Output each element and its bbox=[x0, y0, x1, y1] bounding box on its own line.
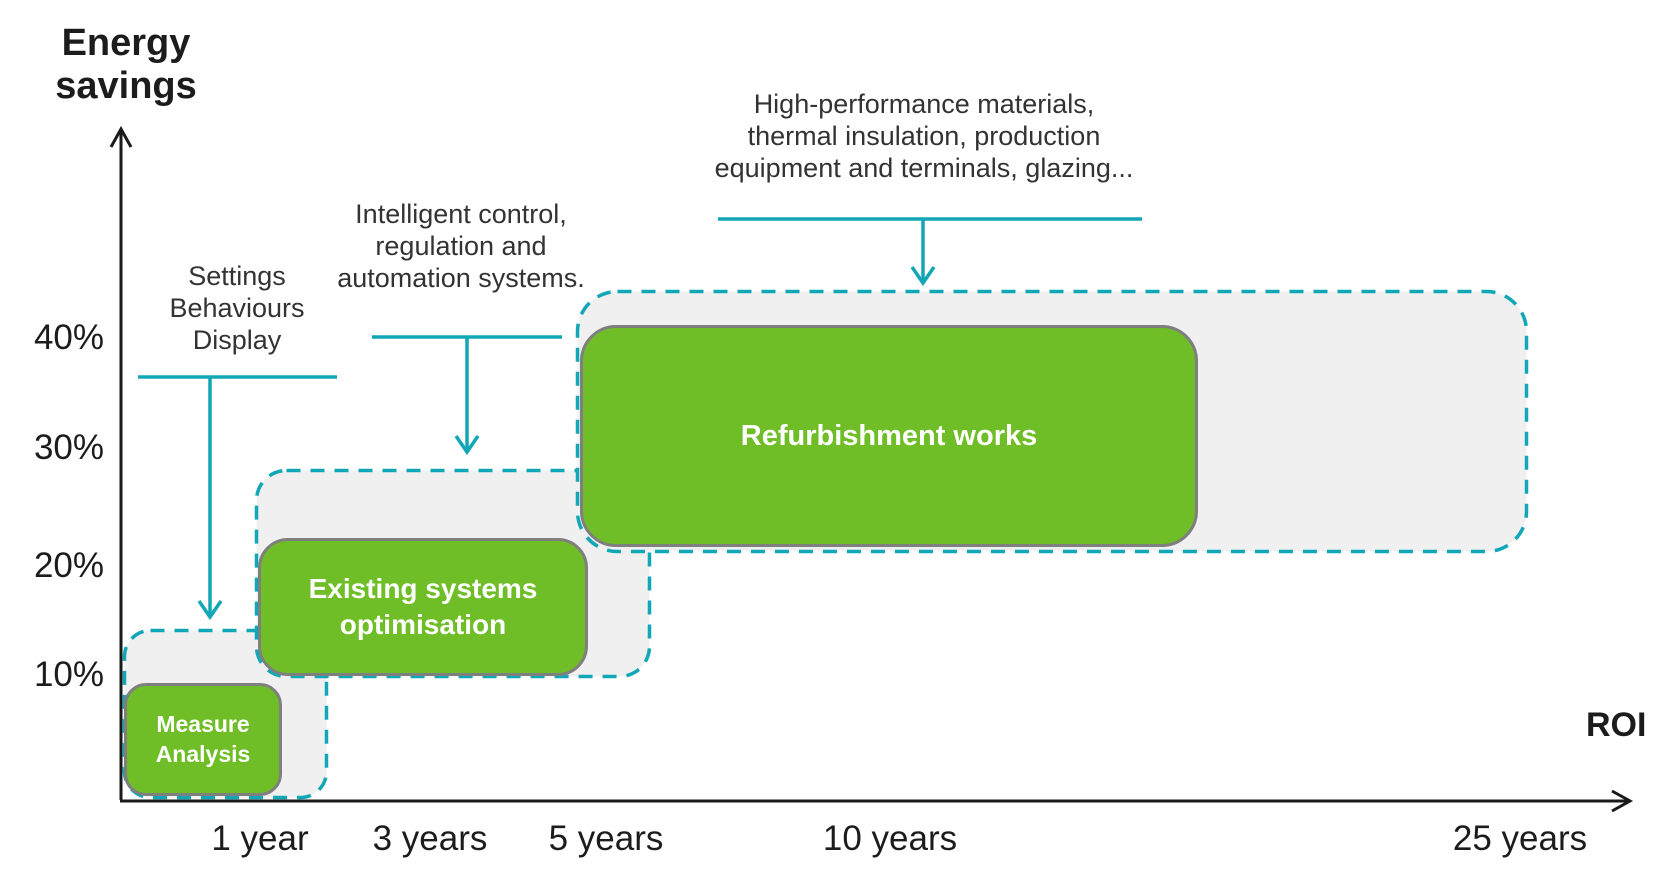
y-tick-10: 10% bbox=[33, 655, 104, 694]
annotation-line: Display bbox=[192, 325, 282, 355]
y-axis-title: Energy savings bbox=[38, 22, 214, 108]
annotation-line: Settings bbox=[188, 261, 286, 291]
annotation-arrowhead-1 bbox=[197, 600, 223, 621]
annotation-line: automation systems. bbox=[337, 263, 585, 293]
annotation-settings-behaviours-display: Settings Behaviours Display bbox=[169, 260, 304, 356]
x-tick-3-years: 3 years bbox=[372, 819, 488, 858]
x-tick-1-year: 1 year bbox=[211, 819, 309, 858]
x-axis-arrowhead bbox=[1611, 789, 1634, 813]
y-tick-40: 40% bbox=[33, 318, 104, 357]
annotation-arrowhead-3 bbox=[910, 266, 936, 287]
existing-systems-label-line: optimisation bbox=[339, 609, 507, 640]
annotation-arrowhead-2 bbox=[454, 435, 480, 456]
x-tick-25-years: 25 years bbox=[1452, 819, 1588, 858]
measure-analysis-label-line: Analysis bbox=[155, 740, 251, 767]
annotation-line: High-performance materials, bbox=[753, 89, 1095, 119]
annotation-line: Behaviours bbox=[169, 293, 305, 323]
annotation-line: Intelligent control, bbox=[355, 199, 567, 229]
annotation-high-performance-materials: High-performance materials, thermal insu… bbox=[715, 88, 1134, 184]
existing-systems-optimisation-box: Existing systems optimisation bbox=[258, 538, 588, 676]
y-axis-title-line: Energy bbox=[61, 22, 191, 64]
y-tick-20: 20% bbox=[33, 546, 104, 585]
existing-systems-label-line: Existing systems bbox=[308, 572, 538, 604]
x-tick-5-years: 5 years bbox=[548, 819, 664, 858]
x-tick-10-years: 10 years bbox=[822, 819, 958, 858]
annotation-line: regulation and bbox=[375, 231, 547, 261]
y-axis-arrowhead bbox=[109, 125, 133, 148]
annotation-line: thermal insulation, production bbox=[747, 121, 1101, 151]
annotation-line: equipment and terminals, glazing... bbox=[714, 153, 1134, 183]
annotation-intelligent-control: Intelligent control, regulation and auto… bbox=[337, 198, 585, 294]
measure-analysis-box: Measure Analysis bbox=[124, 683, 282, 796]
refurbishment-works-box: Refurbishment works bbox=[580, 325, 1198, 547]
x-axis-title: ROI bbox=[1586, 706, 1647, 744]
refurbishment-works-label-line: Refurbishment works bbox=[740, 419, 1038, 452]
y-tick-30: 30% bbox=[33, 428, 104, 467]
y-axis-title-line: savings bbox=[55, 64, 197, 107]
measure-analysis-label-line: Measure bbox=[156, 711, 250, 738]
